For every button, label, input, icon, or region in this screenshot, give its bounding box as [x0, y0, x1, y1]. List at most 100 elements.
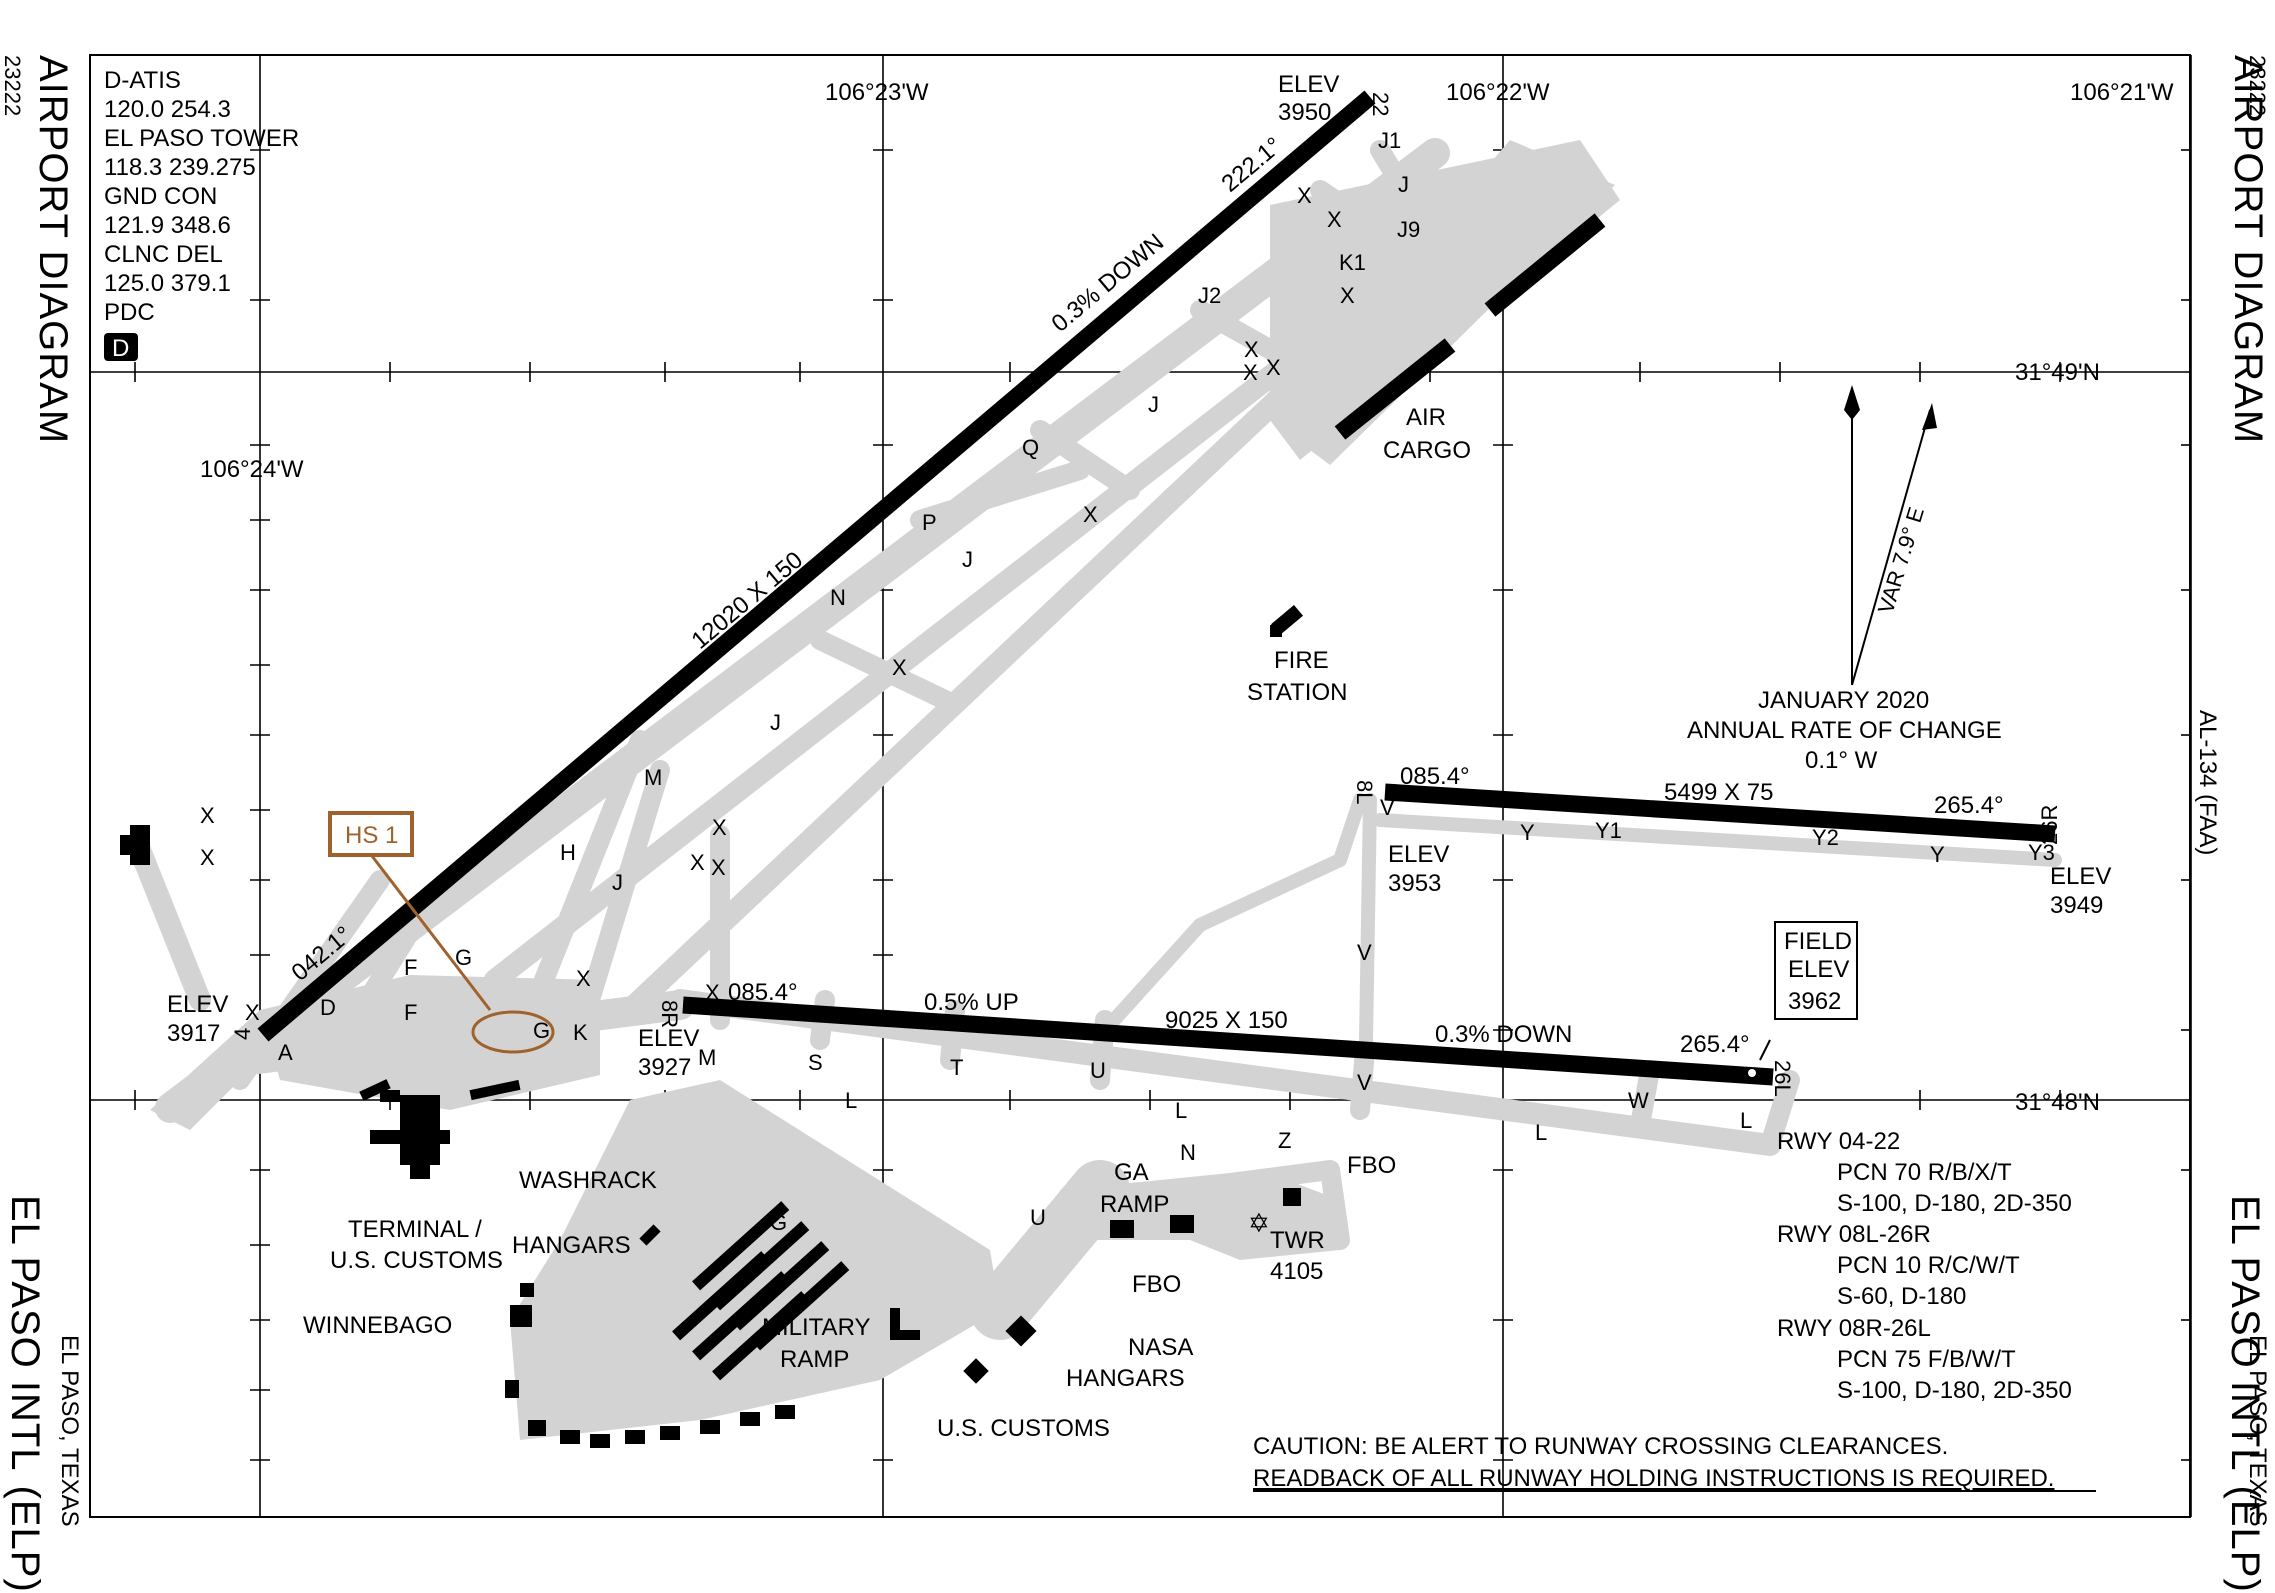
svg-text:EL PASO TOWER: EL PASO TOWER: [104, 125, 299, 152]
svg-text:3927: 3927: [638, 1054, 691, 1081]
svg-text:FBO: FBO: [1132, 1271, 1181, 1298]
svg-text:TERMINAL /: TERMINAL /: [348, 1216, 482, 1243]
svg-text:X: X: [712, 815, 727, 840]
svg-text:Y3: Y3: [2028, 840, 2055, 865]
svg-text:H: H: [560, 840, 576, 865]
svg-text:CLNC DEL: CLNC DEL: [104, 241, 223, 268]
caution-line-1: CAUTION: BE ALERT TO RUNWAY CROSSING CLE…: [1253, 1433, 1948, 1460]
svg-text:L: L: [1175, 1098, 1187, 1123]
svg-text:X: X: [1327, 207, 1342, 232]
svg-text:106°21'W: 106°21'W: [2070, 79, 2174, 106]
svg-text:G: G: [533, 1018, 550, 1043]
svg-text:X: X: [245, 1000, 260, 1025]
svg-text:G: G: [455, 945, 472, 970]
svg-text:0.5% UP: 0.5% UP: [924, 989, 1019, 1016]
chart-number-right: 23222: [2245, 55, 2270, 116]
air-cargo-runway-1: [1334, 338, 1456, 440]
svg-text:J: J: [770, 710, 781, 735]
svg-text:K1: K1: [1339, 250, 1366, 275]
svg-text:106°23'W: 106°23'W: [825, 79, 929, 106]
svg-text:RAMP: RAMP: [1100, 1191, 1169, 1218]
svg-text:X: X: [690, 850, 705, 875]
svg-text:S-100, D-180, 2D-350: S-100, D-180, 2D-350: [1837, 1377, 2072, 1404]
svg-text:L: L: [845, 1088, 857, 1113]
svg-text:Y2: Y2: [1812, 825, 1839, 850]
svg-text:ELEV: ELEV: [1788, 956, 1849, 983]
svg-text:F: F: [404, 1000, 417, 1025]
datalink-badge: D: [112, 335, 129, 362]
svg-text:S-100, D-180, 2D-350: S-100, D-180, 2D-350: [1837, 1190, 2072, 1217]
svg-text:PCN 75 F/B/W/T: PCN 75 F/B/W/T: [1837, 1346, 2016, 1373]
svg-text:K: K: [573, 1020, 588, 1045]
svg-text:X: X: [1083, 502, 1098, 527]
svg-text:PDC: PDC: [104, 299, 155, 326]
svg-text:STATION: STATION: [1247, 679, 1347, 706]
svg-text:Q: Q: [1022, 435, 1039, 460]
svg-text:X: X: [1266, 355, 1281, 380]
svg-text:M: M: [698, 1045, 716, 1070]
svg-text:26R: 26R: [2037, 805, 2062, 845]
svg-text:4105: 4105: [1270, 1258, 1323, 1285]
runway-04-22: [257, 90, 1376, 1042]
grid-ticks: [134, 149, 2191, 1461]
svg-text:ELEV: ELEV: [1278, 71, 1339, 98]
svg-text:J9: J9: [1397, 217, 1420, 242]
svg-text:P: P: [922, 510, 937, 535]
svg-text:X: X: [1243, 360, 1258, 385]
svg-text:V: V: [1357, 940, 1372, 965]
svg-text:3950: 3950: [1278, 99, 1331, 126]
svg-text:U.S. CUSTOMS: U.S. CUSTOMS: [330, 1247, 503, 1274]
svg-text:26L: 26L: [1770, 1060, 1795, 1097]
svg-text:RWY 08L-26R: RWY 08L-26R: [1777, 1221, 1931, 1248]
svg-text:J: J: [1148, 392, 1159, 417]
svg-text:085.4°: 085.4°: [1400, 763, 1470, 790]
svg-text:120.0 254.3: 120.0 254.3: [104, 96, 231, 123]
svg-text:WASHRACK: WASHRACK: [519, 1167, 657, 1194]
svg-text:S-60, D-180: S-60, D-180: [1837, 1283, 1966, 1310]
svg-text:FBO: FBO: [1347, 1152, 1396, 1179]
air-cargo-runway-2: [1484, 213, 1606, 317]
rwy-08l26r-dims: 5499 X 75: [1664, 779, 1773, 806]
field-elevation-box: FIELD ELEV 3962: [1748, 921, 1858, 1077]
airport-name-left: EL PASO INTL(ELP): [3, 1195, 47, 1593]
svg-text:X: X: [1297, 183, 1312, 208]
svg-text:J: J: [1398, 172, 1409, 197]
hot-spot-label: HS 1: [345, 822, 398, 849]
svg-text:V: V: [1357, 1070, 1372, 1095]
svg-text:ELEV: ELEV: [2050, 863, 2111, 890]
svg-text:N: N: [830, 585, 846, 610]
svg-text:G: G: [770, 1210, 787, 1235]
pcn-block: RWY 04-22 PCN 70 R/B/X/T S-100, D-180, 2…: [1777, 1128, 2072, 1404]
svg-text:3917: 3917: [167, 1020, 220, 1047]
volume-label: AL-134 (FAA): [2194, 710, 2221, 855]
svg-text:J: J: [962, 547, 973, 572]
svg-text:J: J: [612, 870, 623, 895]
svg-text:118.3 239.275: 118.3 239.275: [104, 154, 256, 181]
svg-text:HANGARS: HANGARS: [1066, 1365, 1185, 1392]
svg-text:X: X: [1244, 337, 1259, 362]
svg-text:31°48'N: 31°48'N: [2015, 1089, 2100, 1116]
svg-text:265.4°: 265.4°: [1680, 1031, 1750, 1058]
svg-text:X: X: [1340, 283, 1355, 308]
svg-text:265.4°: 265.4°: [1934, 792, 2004, 819]
svg-text:GA: GA: [1114, 1159, 1149, 1186]
svg-text:X: X: [711, 855, 726, 880]
svg-text:ELEV: ELEV: [1388, 841, 1449, 868]
diagram-frame: [89, 54, 2191, 1518]
svg-text:121.9 348.6: 121.9 348.6: [104, 212, 231, 239]
city-right: EL PASO, TEXAS: [2244, 1335, 2271, 1527]
buildings: [120, 825, 1301, 1448]
svg-text:JANUARY 2020: JANUARY 2020: [1758, 687, 1929, 714]
frequencies-block: D-ATIS 120.0 254.3 EL PASO TOWER 118.3 2…: [104, 67, 299, 362]
taxiways: [129, 138, 2062, 1440]
svg-text:A: A: [278, 1040, 293, 1065]
svg-text:AIR: AIR: [1406, 404, 1446, 431]
svg-text:106°22'W: 106°22'W: [1446, 79, 1550, 106]
caution-line-2: READBACK OF ALL RUNWAY HOLDING INSTRUCTI…: [1253, 1465, 2054, 1492]
svg-text:U: U: [1030, 1205, 1046, 1230]
svg-text:X: X: [892, 655, 907, 680]
svg-text:T: T: [950, 1055, 963, 1080]
svg-text:HANGARS: HANGARS: [512, 1232, 631, 1259]
hangar-rows: [692, 1201, 790, 1291]
